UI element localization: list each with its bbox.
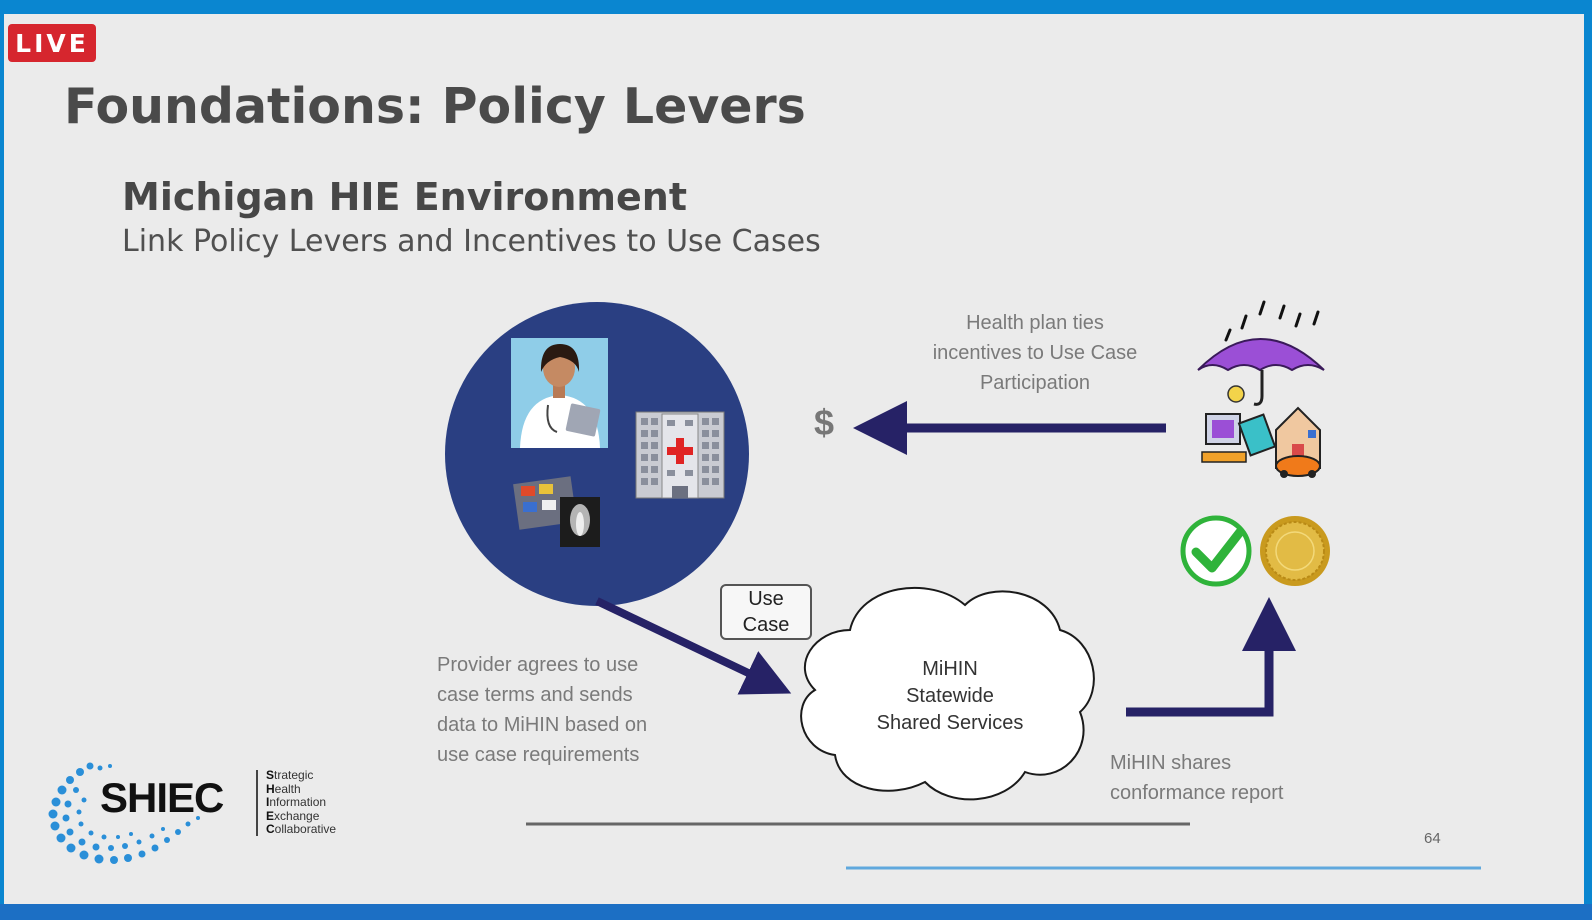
section-subtitle: Michigan HIE Environment bbox=[122, 175, 687, 219]
mihin-cloud bbox=[800, 586, 1095, 801]
section-tagline: Link Policy Levers and Incentives to Use… bbox=[122, 224, 821, 259]
cloud-label: MiHIN Statewide Shared Services bbox=[840, 656, 1060, 737]
live-badge: LIVE bbox=[8, 24, 96, 62]
mihin-shares-text: MiHIN shares conformance report bbox=[1110, 748, 1350, 808]
cloud-line: Statewide bbox=[906, 685, 994, 707]
cloud-line: Shared Services bbox=[876, 712, 1024, 734]
use-case-line: Case bbox=[742, 614, 790, 636]
dollar-sign: $ bbox=[814, 402, 835, 443]
health-plan-line: Participation bbox=[979, 372, 1091, 394]
provider-text: Provider agrees to use case terms and se… bbox=[437, 650, 717, 770]
bottom-band bbox=[0, 904, 1592, 920]
mihin-line: conformance report bbox=[1110, 782, 1284, 804]
use-case-line: Use bbox=[748, 588, 784, 610]
logo-line: Collaborative bbox=[266, 822, 337, 837]
logo-expansion: Strategic Health Information Exchange Co… bbox=[266, 768, 337, 837]
hospital-icon bbox=[635, 411, 725, 499]
provider-line: case terms and sends bbox=[437, 684, 633, 706]
use-case-box: Use Case bbox=[720, 584, 812, 640]
health-plan-line: incentives to Use Case bbox=[932, 342, 1138, 364]
gold-seal-icon bbox=[1260, 516, 1330, 586]
report-arrow bbox=[1126, 597, 1296, 717]
mihin-line: MiHIN shares bbox=[1110, 752, 1232, 774]
provider-line: use case requirements bbox=[437, 744, 640, 766]
page-number: 64 bbox=[1424, 830, 1441, 847]
provider-line: data to MiHIN based on bbox=[437, 714, 648, 736]
provider-line: Provider agrees to use bbox=[437, 654, 639, 676]
health-plan-line: Health plan ties bbox=[966, 312, 1104, 334]
provider-arrow bbox=[595, 597, 792, 695]
cloud-line: MiHIN bbox=[922, 658, 978, 680]
logo-line: Health bbox=[266, 781, 301, 796]
doctor-icon bbox=[511, 338, 608, 448]
shiec-logo-icon bbox=[48, 762, 200, 864]
medical-records-icon bbox=[513, 476, 600, 547]
insurance-umbrella-icon bbox=[1197, 300, 1325, 478]
slide-title: Foundations: Policy Levers bbox=[64, 78, 806, 135]
logo-divider bbox=[256, 770, 258, 836]
checkmark-icon bbox=[1180, 515, 1252, 587]
logo-line: Exchange bbox=[266, 808, 320, 823]
health-plan-text: Health plan ties incentives to Use Case … bbox=[905, 308, 1165, 398]
logo-line: Strategic bbox=[266, 768, 314, 782]
logo-wordmark: SHIEC bbox=[100, 774, 224, 821]
logo-line: Information bbox=[266, 795, 327, 810]
